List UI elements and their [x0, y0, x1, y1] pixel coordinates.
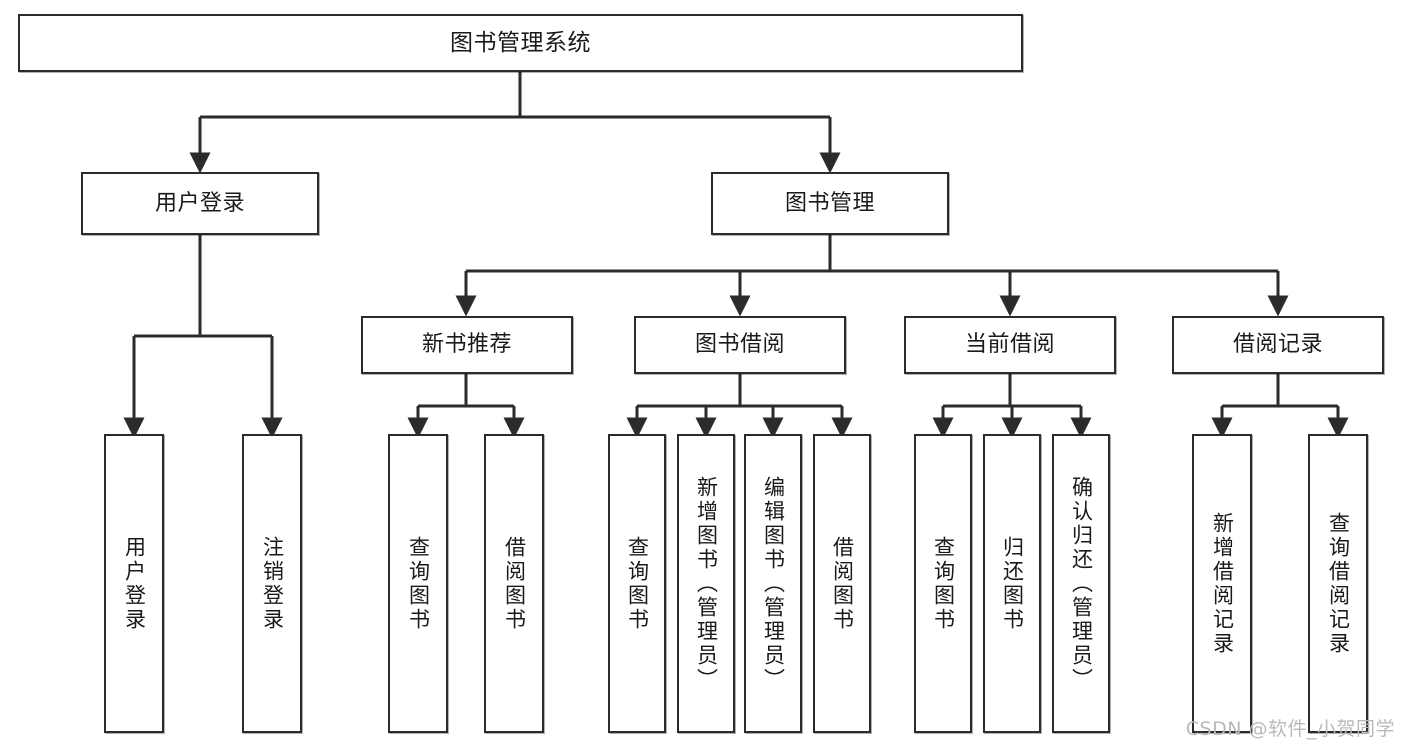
- node-leaf-edit-book-label: 编辑图书（管理员）: [761, 475, 786, 692]
- node-leaf-query-book-1-label: 查询图书: [406, 535, 431, 632]
- node-leaf-return-book[interactable]: 归还图书: [983, 434, 1041, 733]
- node-leaf-return-book-label: 归还图书: [1000, 535, 1025, 632]
- node-book-manage[interactable]: 图书管理: [711, 172, 949, 235]
- node-leaf-user-login[interactable]: 用户登录: [104, 434, 164, 733]
- node-leaf-confirm-return[interactable]: 确认归还（管理员）: [1052, 434, 1110, 733]
- node-leaf-user-login-label: 用户登录: [122, 535, 147, 632]
- node-leaf-query-book-2-label: 查询图书: [625, 535, 650, 632]
- node-leaf-add-book-label: 新增图书（管理员）: [694, 475, 719, 692]
- node-borrow-record[interactable]: 借阅记录: [1172, 316, 1384, 374]
- node-leaf-logout[interactable]: 注销登录: [242, 434, 302, 733]
- node-new-book-rec[interactable]: 新书推荐: [361, 316, 573, 374]
- node-root-label: 图书管理系统: [450, 29, 591, 56]
- node-leaf-query-record-label: 查询借阅记录: [1326, 511, 1351, 656]
- node-user-login-label: 用户登录: [154, 190, 245, 216]
- node-leaf-query-book-3-label: 查询图书: [931, 535, 956, 632]
- node-leaf-query-book-1[interactable]: 查询图书: [388, 434, 448, 733]
- node-leaf-query-book-2[interactable]: 查询图书: [608, 434, 666, 733]
- node-leaf-add-record-label: 新增借阅记录: [1210, 511, 1235, 656]
- node-leaf-borrow-book-1-label: 借阅图书: [502, 535, 527, 632]
- node-root[interactable]: 图书管理系统: [18, 14, 1023, 72]
- node-leaf-borrow-book-1[interactable]: 借阅图书: [484, 434, 544, 733]
- node-borrow-record-label: 借阅记录: [1232, 332, 1323, 358]
- node-book-manage-label: 图书管理: [784, 190, 875, 216]
- node-new-book-rec-label: 新书推荐: [421, 332, 512, 358]
- node-leaf-borrow-book-2-label: 借阅图书: [830, 535, 855, 632]
- node-leaf-borrow-book-2[interactable]: 借阅图书: [813, 434, 871, 733]
- node-leaf-logout-label: 注销登录: [260, 535, 285, 632]
- node-leaf-add-record[interactable]: 新增借阅记录: [1192, 434, 1252, 733]
- node-leaf-edit-book[interactable]: 编辑图书（管理员）: [744, 434, 802, 733]
- node-current-borrow[interactable]: 当前借阅: [904, 316, 1116, 374]
- node-book-borrow-label: 图书借阅: [694, 332, 785, 358]
- node-current-borrow-label: 当前借阅: [964, 332, 1055, 358]
- node-leaf-confirm-return-label: 确认归还（管理员）: [1069, 475, 1094, 692]
- node-book-borrow[interactable]: 图书借阅: [634, 316, 846, 374]
- node-leaf-add-book[interactable]: 新增图书（管理员）: [677, 434, 735, 733]
- node-leaf-query-book-3[interactable]: 查询图书: [914, 434, 972, 733]
- node-leaf-query-record[interactable]: 查询借阅记录: [1308, 434, 1368, 733]
- node-user-login[interactable]: 用户登录: [81, 172, 319, 235]
